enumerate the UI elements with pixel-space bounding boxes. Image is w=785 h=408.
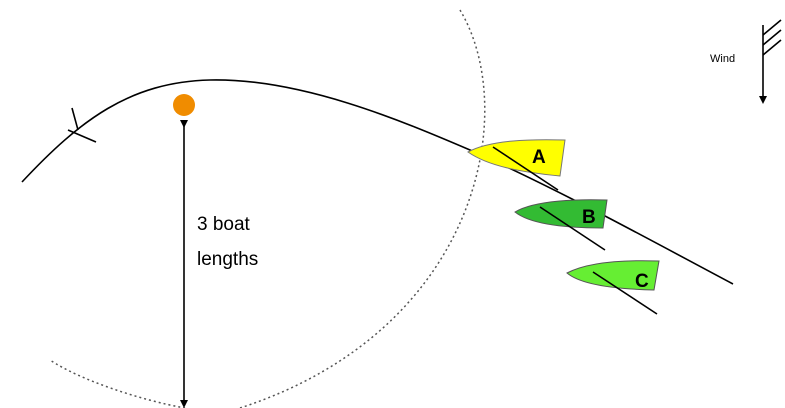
mark-buoy bbox=[173, 94, 195, 116]
boat-a-boom bbox=[492, 146, 559, 191]
wind-indicator: Wind bbox=[710, 19, 782, 104]
course-line bbox=[21, 79, 734, 285]
distance-label-line1: 3 boat bbox=[197, 214, 251, 235]
boat-c-label: C bbox=[635, 271, 649, 292]
boat-b-boom bbox=[539, 206, 606, 251]
wind-label: Wind bbox=[710, 53, 735, 65]
boat-c-boom bbox=[592, 271, 658, 315]
wind-feather-icon bbox=[762, 19, 782, 56]
boat-a-label: A bbox=[532, 147, 546, 168]
boat-b: B bbox=[514, 199, 608, 251]
course-tail-icon bbox=[67, 107, 97, 143]
boat-a-hull bbox=[467, 139, 566, 177]
boat-b-label: B bbox=[582, 207, 596, 228]
distance-label-line2: lengths bbox=[197, 249, 258, 270]
boat-a: A bbox=[467, 139, 566, 191]
zone-circle bbox=[49, 9, 486, 408]
boat-c: C bbox=[566, 260, 660, 315]
boat-b-hull bbox=[514, 199, 608, 229]
boat-c-hull bbox=[566, 260, 660, 291]
